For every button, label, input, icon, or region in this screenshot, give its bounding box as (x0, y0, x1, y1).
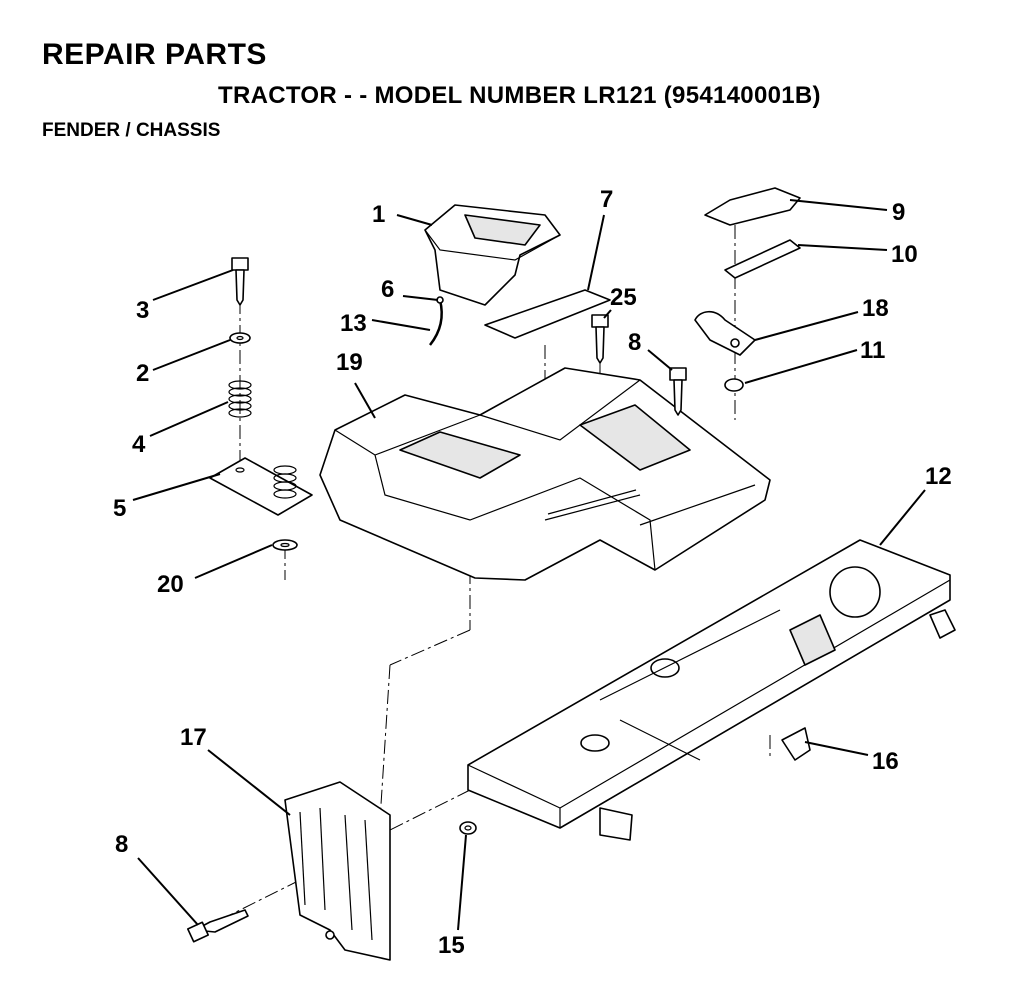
callout-8-lower: 8 (115, 831, 128, 858)
callout-17: 17 (180, 724, 207, 751)
bracket-part-17 (284, 781, 391, 961)
bolt-part-8-upper (669, 367, 687, 416)
pad-part-7 (484, 289, 611, 339)
callout-1: 1 (372, 201, 385, 228)
bolt-part-25 (591, 314, 609, 364)
callout-labels: 1 2 3 4 5 6 7 8 8 9 10 11 12 13 15 16 17… (113, 186, 952, 959)
leader-lines (132, 199, 926, 931)
bolt-part-8-lower (186, 909, 249, 943)
callout-6: 6 (381, 276, 394, 303)
tray-part-1 (424, 204, 561, 306)
clamp-part-18 (694, 310, 756, 356)
bracket-part-9 (704, 187, 801, 226)
plate-part-10 (724, 239, 801, 279)
callout-15: 15 (438, 932, 465, 959)
callout-3: 3 (136, 297, 149, 324)
nut-part-11 (724, 378, 744, 392)
chassis-part-12 (467, 539, 956, 841)
callout-7: 7 (600, 186, 613, 213)
callout-4: 4 (132, 431, 146, 458)
callout-8-upper: 8 (628, 329, 641, 356)
callout-9: 9 (892, 199, 905, 226)
callout-11: 11 (860, 337, 885, 364)
fender-part-19 (319, 367, 771, 581)
cable-part-13 (429, 296, 444, 346)
plate-part-5 (209, 457, 313, 516)
callout-19: 19 (336, 349, 363, 376)
callout-16: 16 (872, 748, 899, 775)
callout-2: 2 (136, 360, 149, 387)
washer-part-20 (272, 539, 298, 551)
washer-part-2 (229, 332, 251, 344)
page-title: REPAIR PARTS (42, 38, 267, 71)
callout-25: 25 (610, 284, 637, 311)
callout-20: 20 (157, 571, 184, 598)
callout-18: 18 (862, 295, 889, 322)
bracket-part-16 (781, 727, 811, 761)
spring-part-4 (228, 380, 252, 418)
callout-12: 12 (925, 463, 952, 490)
callout-13: 13 (340, 310, 367, 337)
callout-5: 5 (113, 495, 126, 522)
callout-10: 10 (891, 241, 918, 268)
bolt-part-3 (231, 257, 249, 306)
model-subtitle: TRACTOR - - MODEL NUMBER LR121 (95414000… (218, 82, 821, 109)
section-title: FENDER / CHASSIS (42, 120, 221, 141)
spacer-part-15 (459, 821, 477, 835)
